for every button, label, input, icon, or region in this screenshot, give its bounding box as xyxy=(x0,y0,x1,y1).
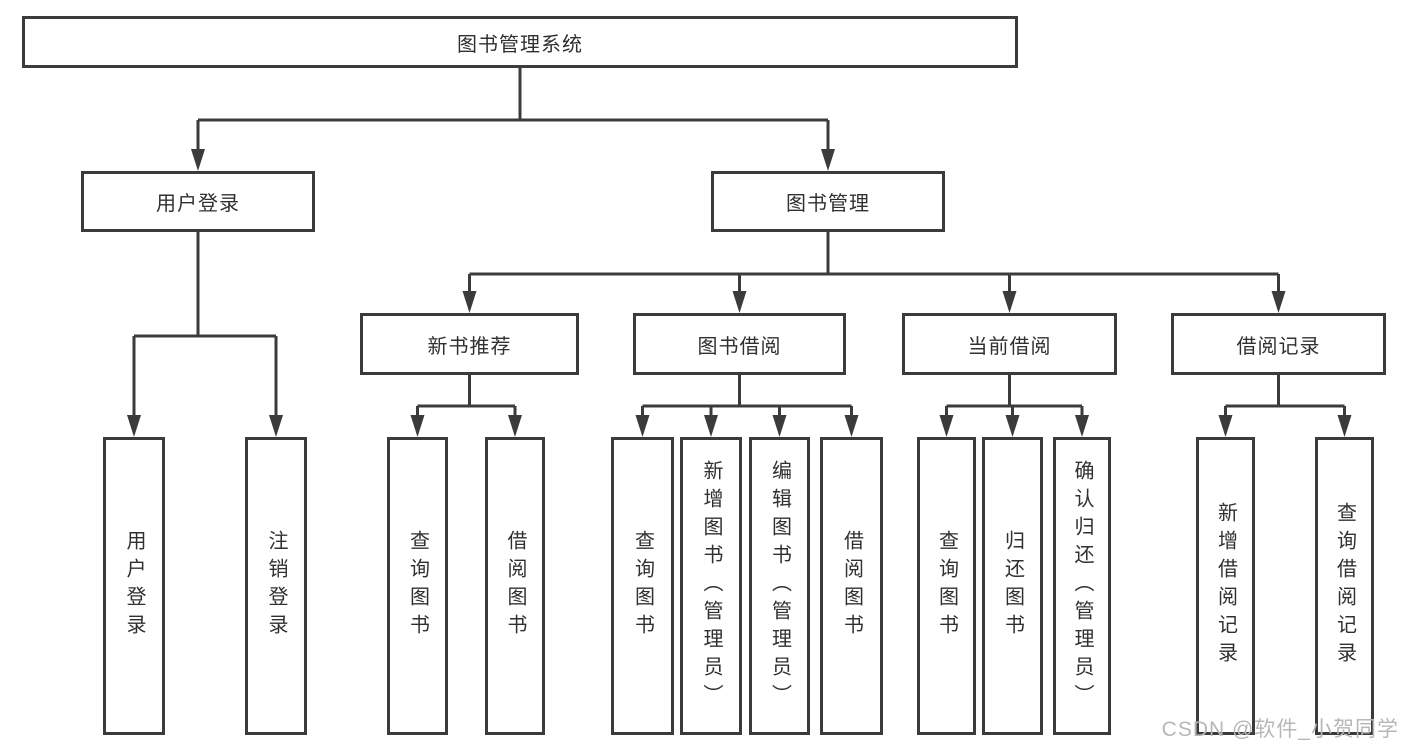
connector-root xyxy=(191,68,835,171)
leaf-query-book-borrow-label: 查询图书 xyxy=(631,530,654,642)
leaf-borrow-book-recommend-label: 借阅图书 xyxy=(504,530,526,642)
node-borrow-records: 借阅记录 xyxy=(1171,313,1386,375)
leaf-query-borrow-record: 查询借阅记录 xyxy=(1315,437,1374,735)
node-user-login: 用户登录 xyxy=(81,171,315,232)
leaf-query-book-borrow: 查询图书 xyxy=(611,437,674,735)
node-new-book-rec: 新书推荐 xyxy=(360,313,579,375)
leaf-user-login: 用户登录 xyxy=(103,437,165,735)
connector-borrow-records xyxy=(1218,375,1352,437)
leaf-borrow-book: 借阅图书 xyxy=(820,437,883,735)
leaf-add-book-admin-label: 新增图书（管理员） xyxy=(700,460,722,712)
connector-new-book-rec xyxy=(410,375,522,437)
leaf-add-book-admin: 新增图书（管理员） xyxy=(680,437,742,735)
leaf-query-book-recommend: 查询图书 xyxy=(387,437,448,735)
leaf-logout: 注销登录 xyxy=(245,437,307,735)
connector-user-login xyxy=(127,232,283,437)
node-book-mgmt-label: 图书管理 xyxy=(786,193,870,215)
leaf-logout-label: 注销登录 xyxy=(265,530,287,642)
csdn-watermark: CSDN @软件_小贺同学 xyxy=(1161,718,1399,741)
node-user-login-label: 用户登录 xyxy=(156,193,240,215)
leaf-return-book: 归还图书 xyxy=(982,437,1043,735)
leaf-edit-book-admin-label: 编辑图书（管理员） xyxy=(768,460,791,712)
node-root: 图书管理系统 xyxy=(22,16,1018,68)
leaf-borrow-book-recommend: 借阅图书 xyxy=(485,437,545,735)
connector-current-borrow xyxy=(939,375,1089,437)
node-book-borrow-label: 图书借阅 xyxy=(697,335,782,358)
node-new-book-rec-label: 新书推荐 xyxy=(427,335,512,358)
leaf-user-login-label: 用户登录 xyxy=(123,530,145,642)
node-root-label: 图书管理系统 xyxy=(457,33,583,56)
connector-book-mgmt xyxy=(462,232,1286,313)
node-current-borrow-label: 当前借阅 xyxy=(967,335,1052,358)
leaf-confirm-return-admin: 确认归还（管理员） xyxy=(1053,437,1111,735)
node-book-mgmt: 图书管理 xyxy=(711,171,945,232)
node-current-borrow: 当前借阅 xyxy=(902,313,1117,375)
leaf-query-book-current-label: 查询图书 xyxy=(935,530,958,642)
leaf-query-borrow-record-label: 查询借阅记录 xyxy=(1333,502,1356,670)
leaf-add-borrow-record: 新增借阅记录 xyxy=(1196,437,1255,735)
node-borrow-records-label: 借阅记录 xyxy=(1236,335,1321,358)
leaf-query-book-current: 查询图书 xyxy=(917,437,976,735)
leaf-borrow-book-label: 借阅图书 xyxy=(840,530,863,642)
leaf-edit-book-admin: 编辑图书（管理员） xyxy=(749,437,810,735)
leaf-return-book-label: 归还图书 xyxy=(1001,530,1024,642)
leaf-confirm-return-admin-label: 确认归还（管理员） xyxy=(1071,460,1093,712)
node-book-borrow: 图书借阅 xyxy=(633,313,846,375)
leaf-query-book-recommend-label: 查询图书 xyxy=(406,530,429,642)
connector-book-borrow xyxy=(635,375,859,437)
leaf-add-borrow-record-label: 新增借阅记录 xyxy=(1214,502,1237,670)
